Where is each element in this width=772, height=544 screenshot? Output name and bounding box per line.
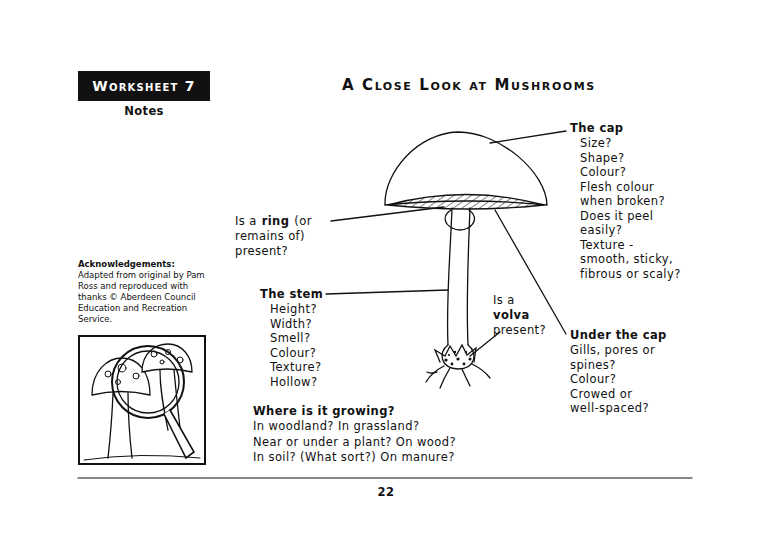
question: Does it peel: [580, 209, 653, 223]
question: Flesh colour: [580, 180, 654, 194]
question: Crowed or: [570, 387, 632, 401]
question: Texture?: [270, 360, 321, 374]
ack-text: Education and Recreation: [78, 303, 187, 314]
question: remains of): [235, 229, 305, 243]
question: Is a: [493, 293, 515, 307]
question: Shape?: [580, 151, 625, 165]
question: Size?: [580, 136, 612, 150]
question: Near or under a plant? On wood?: [253, 435, 456, 449]
question: smooth, sticky,: [580, 252, 673, 266]
question: Colour?: [570, 372, 616, 386]
badge-text: Worksheet 7: [92, 78, 195, 94]
question: present?: [235, 244, 288, 258]
question: Width?: [270, 317, 312, 331]
question: well-spaced?: [570, 401, 649, 415]
question: Hollow?: [270, 375, 317, 389]
question: Smell?: [270, 331, 310, 345]
section-heading: Where is it growing?: [253, 404, 395, 418]
question: present?: [493, 323, 546, 337]
part-heading: Under the cap: [570, 328, 667, 342]
question: when broken?: [580, 194, 665, 208]
worksheet-title: A Close Look at Mushrooms: [342, 76, 596, 94]
question: easily?: [580, 223, 622, 237]
question: In soil? (What sort?) On manure?: [253, 450, 455, 464]
part-name: volva: [493, 308, 530, 322]
question: spines?: [570, 358, 616, 372]
question: Texture -: [580, 238, 634, 252]
part-heading: The stem: [260, 287, 323, 301]
part-heading: The cap: [570, 121, 623, 135]
ack-text: Ross and reproduced with: [78, 281, 188, 292]
question: Height?: [270, 302, 317, 316]
part-name: ring: [262, 214, 290, 228]
ack-text: Service.: [78, 314, 112, 325]
worksheet-badge: Worksheet 7: [78, 71, 210, 101]
question: Colour?: [580, 165, 626, 179]
question: In woodland? In grassland?: [253, 419, 419, 433]
question: Is a: [235, 214, 257, 228]
page-number: 22: [378, 485, 395, 499]
question: (or: [294, 214, 311, 228]
section-label: Notes: [124, 104, 164, 118]
ack-heading: Acknowledgements:: [78, 259, 175, 270]
question: Colour?: [270, 346, 316, 360]
question: Gills, pores or: [570, 343, 655, 357]
ack-text: Adapted from original by Pam: [78, 270, 205, 281]
question: fibrous or scaly?: [580, 267, 681, 281]
ack-text: thanks © Aberdeen Council: [78, 292, 196, 303]
